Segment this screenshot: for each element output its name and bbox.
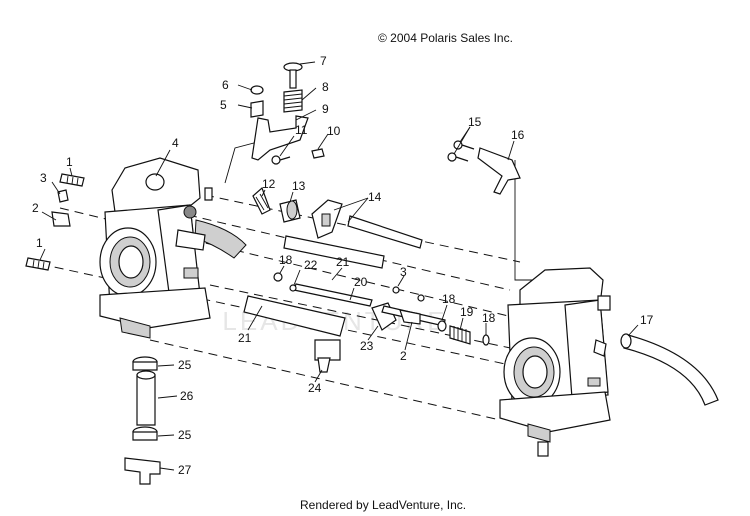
callout-11: 11 (295, 123, 308, 137)
callout-1-top: 1 (66, 155, 73, 169)
callout-17: 17 (640, 313, 654, 327)
callout-14: 14 (368, 190, 382, 204)
callout-labels: 1 1 2 2 3 3 4 5 6 7 8 9 10 11 12 13 14 1… (32, 54, 654, 477)
callout-20: 20 (354, 275, 368, 289)
right-carburetor (499, 267, 611, 457)
bottom-parts (124, 356, 161, 485)
callout-12: 12 (262, 177, 276, 191)
callout-18-left: 18 (279, 253, 293, 267)
callout-5: 5 (220, 98, 227, 112)
callout-24: 24 (308, 381, 322, 395)
top-bracket-parts (250, 62, 325, 165)
callout-13: 13 (292, 179, 306, 193)
callout-7: 7 (320, 54, 327, 68)
callout-4: 4 (172, 136, 179, 150)
callout-9: 9 (322, 102, 329, 116)
callout-18-mid: 18 (442, 292, 456, 306)
left-carburetor (99, 157, 247, 339)
parts-15-16 (447, 140, 521, 195)
callout-2-center: 2 (400, 349, 407, 363)
callout-3-center: 3 (400, 265, 407, 279)
callout-6: 6 (222, 78, 229, 92)
callout-25-bottom: 25 (178, 428, 192, 442)
callout-26: 26 (180, 389, 194, 403)
callout-3-left: 3 (40, 171, 47, 185)
callout-23: 23 (360, 339, 374, 353)
callout-21-upper: 21 (336, 255, 350, 269)
callout-leaders (39, 61, 639, 471)
parts-12-14 (252, 186, 423, 249)
callout-15: 15 (468, 115, 482, 129)
callout-1-bottom: 1 (36, 236, 43, 250)
shafts-and-linkage (243, 235, 490, 373)
callout-22: 22 (304, 258, 318, 272)
callout-21-lower: 21 (238, 331, 252, 345)
callout-10: 10 (327, 124, 341, 138)
callout-2-left: 2 (32, 201, 39, 215)
callout-8: 8 (322, 80, 329, 94)
footer-text: Rendered by LeadVenture, Inc. (300, 498, 467, 512)
copyright-text: © 2004 Polaris Sales Inc. (378, 31, 513, 45)
left-fasteners (25, 173, 85, 271)
part-17-hose (620, 333, 719, 406)
callout-27: 27 (178, 463, 192, 477)
callout-18-right: 18 (482, 311, 496, 325)
callout-19: 19 (460, 305, 474, 319)
callout-25-top: 25 (178, 358, 192, 372)
callout-16: 16 (511, 128, 525, 142)
